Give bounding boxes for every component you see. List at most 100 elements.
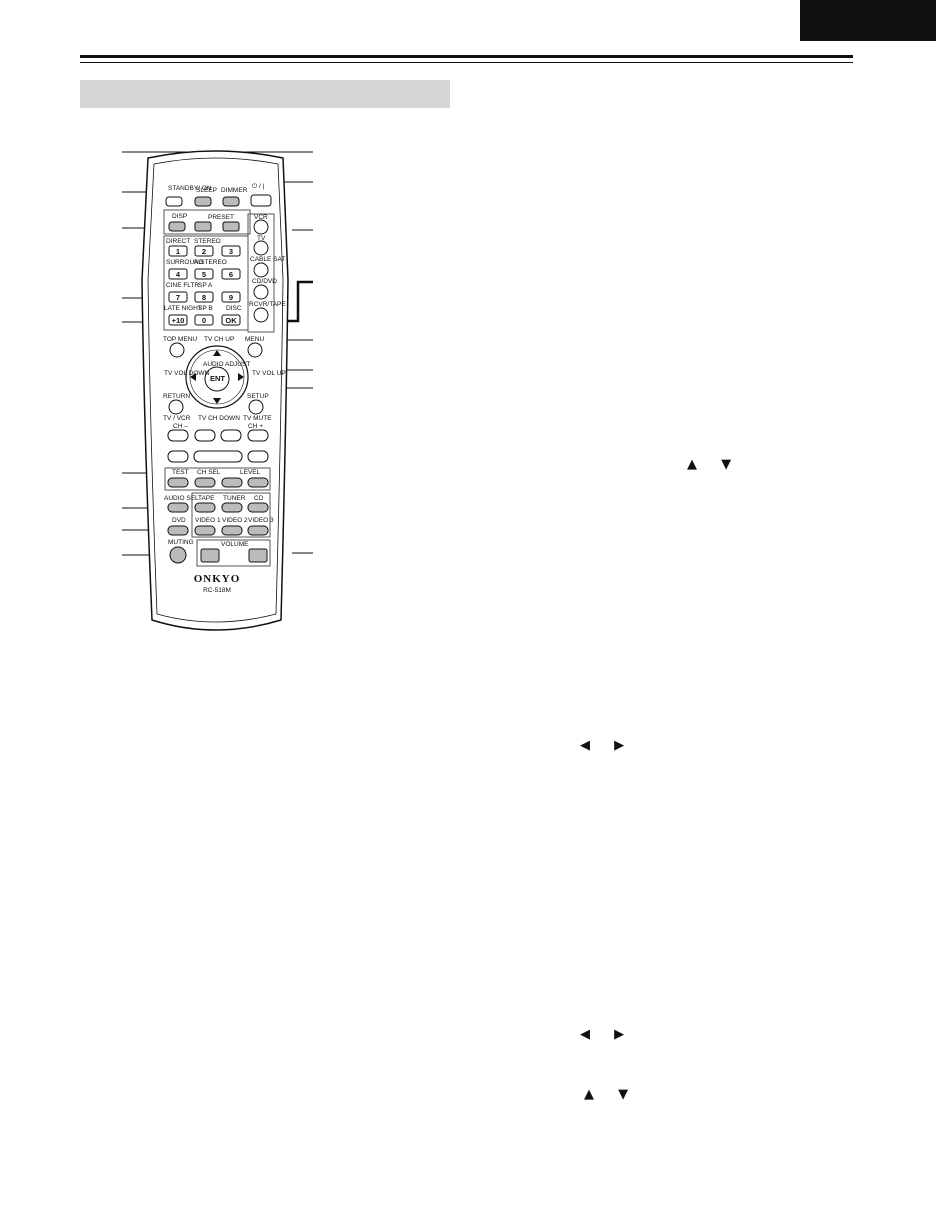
- direct-label: DIRECT: [166, 238, 190, 245]
- tv-mute-label: TV MUTE: [243, 415, 272, 422]
- setup-label: SETUP: [247, 393, 269, 400]
- remote-body-inner: [147, 157, 284, 623]
- pause-button[interactable]: [194, 429, 216, 442]
- keypad-button-8[interactable]: [194, 291, 214, 303]
- power-label: ⏻ / |: [252, 183, 265, 190]
- dimmer-button[interactable]: [222, 196, 240, 207]
- tv-label: TV: [257, 235, 266, 242]
- keypad-button-4[interactable]: [168, 268, 188, 280]
- cd-dvd-button[interactable]: [253, 284, 269, 300]
- level-up-button[interactable]: [247, 477, 269, 488]
- left-right-arrow-icons-2: ◀ ▶: [580, 1027, 635, 1042]
- keypad-group: [163, 235, 249, 331]
- tv-vol-up-label: TV VOL UP: [252, 370, 286, 377]
- volume-label: VOLUME: [221, 541, 249, 548]
- sleep-button[interactable]: [194, 196, 212, 207]
- keypad-label-10: +10: [172, 316, 185, 325]
- video3-label: VIDEO 3: [248, 517, 274, 524]
- return-button[interactable]: [168, 399, 184, 415]
- video2-button[interactable]: [221, 525, 243, 536]
- keypad-button-12[interactable]: [221, 314, 241, 326]
- video3-button[interactable]: [247, 525, 269, 536]
- tuner-label: TUNER: [223, 495, 246, 502]
- keypad-label-5: 5: [202, 270, 206, 279]
- tv-vcr-label: TV / VCR: [163, 415, 191, 422]
- keypad-button-7[interactable]: [168, 291, 188, 303]
- keypad-button-11[interactable]: [194, 314, 214, 326]
- section-heading-bar: [80, 80, 450, 108]
- test-level-group: [164, 467, 271, 491]
- dvd-label: DVD: [172, 517, 186, 524]
- ent-button[interactable]: [204, 366, 230, 392]
- skip-back-button[interactable]: [167, 429, 189, 442]
- keypad-button-10[interactable]: [168, 314, 188, 326]
- surround-label: SURROUND: [166, 259, 204, 266]
- nav-right-button[interactable]: [238, 373, 244, 381]
- tuner-button[interactable]: [221, 502, 243, 513]
- skip-forward-button[interactable]: [247, 429, 269, 442]
- keypad-label-11: 0: [202, 316, 206, 325]
- keypad-label-12: OK: [225, 316, 237, 325]
- astereo-label: A.STEREO: [194, 259, 227, 266]
- keypad-label-4: 4: [176, 270, 181, 279]
- stereo-label: STEREO: [194, 238, 221, 245]
- nav-down-button[interactable]: [213, 398, 221, 404]
- volume-up-button[interactable]: [248, 548, 268, 563]
- tape-button[interactable]: [194, 502, 216, 513]
- nav-up-button[interactable]: [213, 350, 221, 356]
- fast-forward-button[interactable]: [247, 450, 269, 463]
- test-button[interactable]: [167, 477, 189, 488]
- keypad-button-1[interactable]: [168, 245, 188, 257]
- tv-button[interactable]: [253, 240, 269, 256]
- late-night-label: LATE NIGHT: [164, 305, 202, 312]
- cd-label: CD: [254, 495, 264, 502]
- left-right-arrow-icons: ◀ ▶: [580, 738, 635, 753]
- cd-button[interactable]: [247, 502, 269, 513]
- tape-label: TAPE: [198, 495, 215, 502]
- tv-ch-down-label: TV CH DOWN: [198, 415, 240, 422]
- muting-button[interactable]: [169, 546, 187, 564]
- volume-group: [196, 539, 271, 567]
- play-button[interactable]: [193, 450, 243, 463]
- power-button[interactable]: [250, 194, 272, 207]
- keypad-label-8: 8: [202, 293, 206, 302]
- rewind-button[interactable]: [167, 450, 189, 463]
- return-label: RETURN: [163, 393, 190, 400]
- keypad-button-9[interactable]: [221, 291, 241, 303]
- keypad-label-1: 1: [176, 247, 180, 256]
- keypad-button-2[interactable]: [194, 245, 214, 257]
- dvd-button[interactable]: [167, 525, 189, 536]
- standby-button[interactable]: [165, 196, 183, 207]
- cd-dvd-label: CD/DVD: [252, 278, 277, 285]
- level-down-button[interactable]: [221, 477, 243, 488]
- sp-b-label: SP B: [198, 305, 213, 312]
- cable-sat-button[interactable]: [253, 262, 269, 278]
- input-select-group: [191, 492, 271, 538]
- stop-button[interactable]: [220, 429, 242, 442]
- up-down-arrow-icons: ▲ ▼: [687, 457, 742, 472]
- setup-button[interactable]: [248, 399, 264, 415]
- video1-button[interactable]: [194, 525, 216, 536]
- ch-sel-label: CH SEL: [197, 469, 221, 476]
- rcvr-tape-label: RCVR/TAPE: [249, 301, 286, 308]
- menu-button[interactable]: [247, 342, 263, 358]
- keypad-button-5[interactable]: [194, 268, 214, 280]
- ch-sel-button[interactable]: [194, 477, 216, 488]
- up-down-arrow-icons-2: ▲ ▼: [584, 1087, 639, 1102]
- page-tab: [800, 0, 936, 41]
- vcr-button[interactable]: [253, 219, 269, 235]
- disp-button[interactable]: [168, 221, 186, 232]
- audio-sel-button[interactable]: [167, 502, 189, 513]
- keypad-label-2: 2: [202, 247, 206, 256]
- ch-plus-label: CH +: [248, 423, 263, 430]
- volume-down-button[interactable]: [200, 548, 220, 563]
- keypad-button-6[interactable]: [221, 268, 241, 280]
- preset-right-button[interactable]: [222, 221, 240, 232]
- top-menu-button[interactable]: [169, 342, 185, 358]
- rcvr-tape-button[interactable]: [253, 307, 269, 323]
- preset-left-button[interactable]: [194, 221, 212, 232]
- nav-left-button[interactable]: [190, 373, 196, 381]
- menu-label: MENU: [245, 336, 264, 343]
- keypad-button-3[interactable]: [221, 245, 241, 257]
